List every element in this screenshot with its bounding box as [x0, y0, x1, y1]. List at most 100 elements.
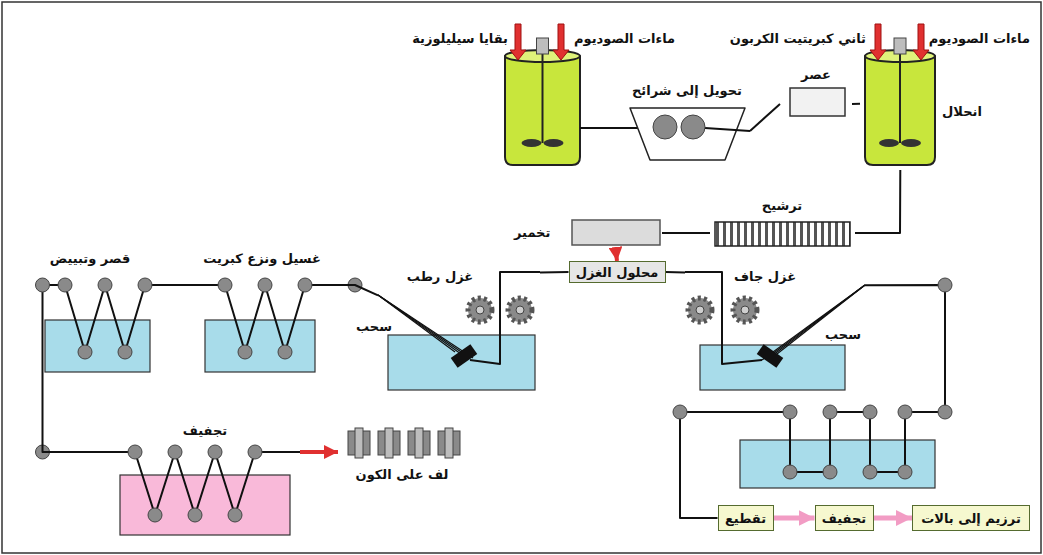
stirrer-motor — [894, 38, 906, 54]
flow-line — [852, 103, 860, 105]
stage-label: محلول الغزل — [576, 264, 659, 281]
roller — [938, 278, 952, 292]
roller — [823, 465, 837, 479]
roller — [148, 508, 162, 522]
roller — [168, 445, 182, 459]
process-stage: ترشيح — [710, 195, 855, 247]
process-stage: تحويل إلى شرائح — [625, 80, 750, 165]
input-label: ماءات الصوديوم — [572, 30, 677, 47]
process-stage: لف على الكون — [338, 428, 466, 488]
roller — [673, 405, 687, 419]
roller — [653, 115, 677, 139]
roller — [98, 278, 112, 292]
filter — [715, 222, 850, 246]
roller — [863, 405, 877, 419]
fibre — [43, 285, 161, 375]
flow-line — [874, 516, 913, 521]
flow-line — [540, 271, 569, 273]
stage-label: قصر وتبييض — [50, 250, 131, 267]
spin-bath — [388, 335, 535, 390]
stirrer-motor — [537, 38, 549, 54]
flow-line — [750, 104, 780, 131]
stage-label: تحويل إلى شرائح — [632, 82, 742, 99]
gear — [468, 298, 492, 322]
filament — [772, 285, 865, 356]
stirrer-blade — [544, 139, 564, 147]
process-stage: غسيل ونزع كبريت — [195, 250, 330, 375]
filament — [762, 285, 865, 360]
filament — [777, 285, 865, 354]
gear-hub — [696, 306, 704, 314]
roller — [238, 345, 252, 359]
flow-line — [662, 232, 710, 234]
stage-label: غزل رطب — [407, 268, 473, 285]
fibre — [195, 285, 330, 352]
roller — [208, 445, 222, 459]
stage-label: تجفيف — [822, 510, 866, 527]
stirrer-shaft — [542, 46, 544, 143]
feed-arrow — [510, 24, 526, 60]
roller — [783, 465, 797, 479]
roller — [58, 278, 72, 292]
stage-label: عصر — [801, 66, 831, 83]
gear — [688, 298, 712, 322]
stirrer-shaft — [899, 46, 901, 143]
stage-label: انحلال — [942, 103, 982, 120]
stage-label: غسيل ونزع كبريت — [203, 250, 321, 267]
gear-hub — [516, 306, 524, 314]
input-label: بقايا سيليلوزية — [410, 30, 510, 47]
pipe — [705, 128, 750, 131]
flow-line — [855, 170, 900, 233]
trough — [630, 108, 745, 160]
stirrer-blade — [879, 139, 899, 147]
cone-core — [385, 428, 393, 458]
process-box: تجفيف — [815, 505, 874, 531]
stage-label: سحب — [356, 318, 392, 335]
process-stage: عصر — [780, 62, 852, 118]
stage-label: غزل جاف — [734, 268, 796, 285]
flow-line — [43, 375, 111, 452]
process-box: محلول الغزل — [569, 261, 666, 283]
flow-line — [666, 271, 686, 273]
process-box: تقطيع — [718, 505, 774, 531]
feed-arrow — [553, 24, 569, 60]
process-stage: تجفيف — [110, 422, 300, 540]
roller — [248, 445, 262, 459]
cone-core — [415, 428, 423, 458]
roller — [188, 508, 202, 522]
filament — [767, 285, 865, 358]
stirrer-blade — [522, 139, 542, 147]
roller — [938, 405, 952, 419]
roller — [218, 278, 232, 292]
stage-label: ترشيح — [762, 197, 802, 214]
process-stage: انحلال — [860, 45, 990, 170]
process-box: ترزيم إلى بالات — [912, 505, 1030, 531]
roller — [298, 278, 312, 292]
spinneret — [451, 344, 478, 368]
gear — [508, 298, 532, 322]
stage-label: تخمير — [514, 224, 550, 241]
flow-line — [160, 284, 195, 286]
input-label: ماءات الصوديوم — [927, 30, 1032, 47]
bleach-bath — [45, 320, 150, 372]
roller — [128, 445, 142, 459]
stage-label: سحب — [825, 326, 861, 343]
gear-hub — [476, 306, 484, 314]
process-stage: قصر وتبييض — [35, 250, 160, 375]
stage-label: ترزيم إلى بالات — [921, 510, 1021, 527]
roller — [278, 345, 292, 359]
flow-line — [330, 285, 378, 295]
roller — [228, 508, 242, 522]
flow-line — [680, 285, 945, 518]
filament — [378, 295, 473, 358]
flow-line — [616, 248, 618, 261]
process-stage: غزل رطبسحب — [378, 266, 540, 394]
wash-bath — [205, 320, 315, 372]
roller — [118, 345, 132, 359]
roller — [898, 465, 912, 479]
flow-line — [774, 516, 815, 521]
roller — [898, 405, 912, 419]
roller — [258, 278, 272, 292]
